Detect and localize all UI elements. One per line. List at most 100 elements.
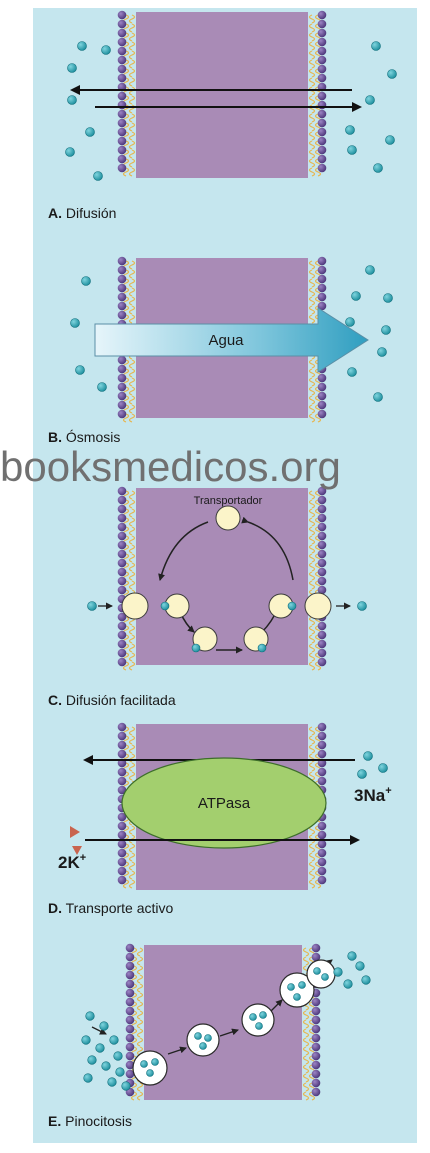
phospholipid-head — [312, 1061, 321, 1070]
phospholipid-head — [318, 293, 327, 302]
phospholipid-head — [318, 577, 327, 586]
phospholipid-head — [318, 496, 327, 505]
solute-particle — [260, 1012, 267, 1019]
phospholipid-head — [126, 962, 135, 971]
phospholipid-head — [312, 1007, 321, 1016]
phospholipid-head — [318, 383, 327, 392]
solute-particle — [82, 1036, 91, 1045]
phospholipid-head — [312, 1079, 321, 1088]
phospholipid-head — [318, 275, 327, 284]
phospholipid-head — [318, 29, 327, 38]
phospholipid-head — [118, 822, 127, 831]
phospholipid-head — [118, 649, 127, 658]
phospholipid-head — [126, 1007, 135, 1016]
phospholipid-head — [118, 514, 127, 523]
carrier-protein — [216, 506, 240, 530]
solute-particle — [94, 172, 103, 181]
phospholipid-head — [118, 92, 127, 101]
phospholipid-head — [118, 356, 127, 365]
solute-particle — [98, 383, 107, 392]
phospholipid-head — [118, 47, 127, 56]
phospholipid-head — [118, 541, 127, 550]
phospholipid-head — [118, 146, 127, 155]
phospholipid-head — [318, 110, 327, 119]
phospholipid-head — [318, 768, 327, 777]
phospholipid-head — [312, 1034, 321, 1043]
phospholipid-head — [118, 410, 127, 419]
solute-particle — [288, 602, 296, 610]
phospholipid-head — [118, 640, 127, 649]
solute-particle — [356, 962, 365, 971]
vesicle — [187, 1024, 219, 1056]
phospholipid-head — [118, 257, 127, 266]
phospholipid-head — [118, 164, 127, 173]
panel-c-label: C. Difusión facilitada — [48, 692, 176, 708]
phospholipid-head — [318, 622, 327, 631]
solute-particle — [346, 318, 355, 327]
solute-particle — [86, 1012, 95, 1021]
solute-particle — [141, 1061, 148, 1068]
phospholipid-head — [118, 741, 127, 750]
phospholipid-head — [118, 867, 127, 876]
phospholipid-head — [318, 74, 327, 83]
solute-particle — [388, 70, 397, 79]
solute-particle — [108, 1078, 117, 1087]
solute-particle — [382, 326, 391, 335]
phospholipid-head — [118, 849, 127, 858]
phospholipid-head — [318, 867, 327, 876]
solute-particle — [348, 368, 357, 377]
solute-particle — [344, 980, 353, 989]
phospholipid-head — [126, 971, 135, 980]
phospholipid-head — [118, 631, 127, 640]
phospholipid-head — [118, 658, 127, 667]
phospholipid-head — [118, 876, 127, 885]
solute-particle — [372, 42, 381, 51]
solute-particle — [374, 164, 383, 173]
phospholipid-head — [118, 723, 127, 732]
vesicle — [307, 960, 335, 988]
solute-particle — [294, 994, 301, 1001]
phospholipid-head — [318, 284, 327, 293]
phospholipid-head — [318, 155, 327, 164]
phospholipid-head — [318, 532, 327, 541]
phospholipid-head — [118, 586, 127, 595]
phospholipid-head — [118, 119, 127, 128]
carrier-protein — [122, 593, 148, 619]
solute-particle — [76, 366, 85, 375]
phospholipid-head — [126, 1052, 135, 1061]
phospholipid-head — [318, 831, 327, 840]
phospholipid-head — [318, 65, 327, 74]
phospholipid-head — [118, 496, 127, 505]
solute-particle — [82, 277, 91, 286]
solute-particle — [366, 96, 375, 105]
phospholipid-head — [118, 101, 127, 110]
phospholipid-head — [126, 1025, 135, 1034]
phospholipid-head — [318, 401, 327, 410]
solute-particle — [374, 393, 383, 402]
solute-particle — [102, 1062, 111, 1071]
phospholipid-head — [126, 989, 135, 998]
phospholipid-head — [318, 640, 327, 649]
phospholipid-head — [318, 550, 327, 559]
phospholipid-head — [318, 146, 327, 155]
solute-particle — [88, 1056, 97, 1065]
phospholipid-head — [118, 56, 127, 65]
phospholipid-head — [318, 514, 327, 523]
solute-particle — [346, 126, 355, 135]
solute-particle — [205, 1035, 212, 1042]
solute-particle — [195, 1033, 202, 1040]
solute-particle — [68, 64, 77, 73]
solute-particle — [288, 984, 295, 991]
phospholipid-head — [318, 723, 327, 732]
solute-particle — [358, 602, 367, 611]
phospholipid-head — [318, 164, 327, 173]
phospholipid-head — [318, 101, 327, 110]
membrane-interior — [136, 12, 308, 178]
phospholipid-head — [118, 65, 127, 74]
phospholipid-head — [318, 56, 327, 65]
phospholipid-head — [118, 559, 127, 568]
phospholipid-head — [118, 392, 127, 401]
atpase-label: ATPasa — [198, 795, 251, 812]
membrane-interior — [144, 945, 302, 1100]
panel-d-label: D. Transporte activo — [48, 900, 173, 916]
